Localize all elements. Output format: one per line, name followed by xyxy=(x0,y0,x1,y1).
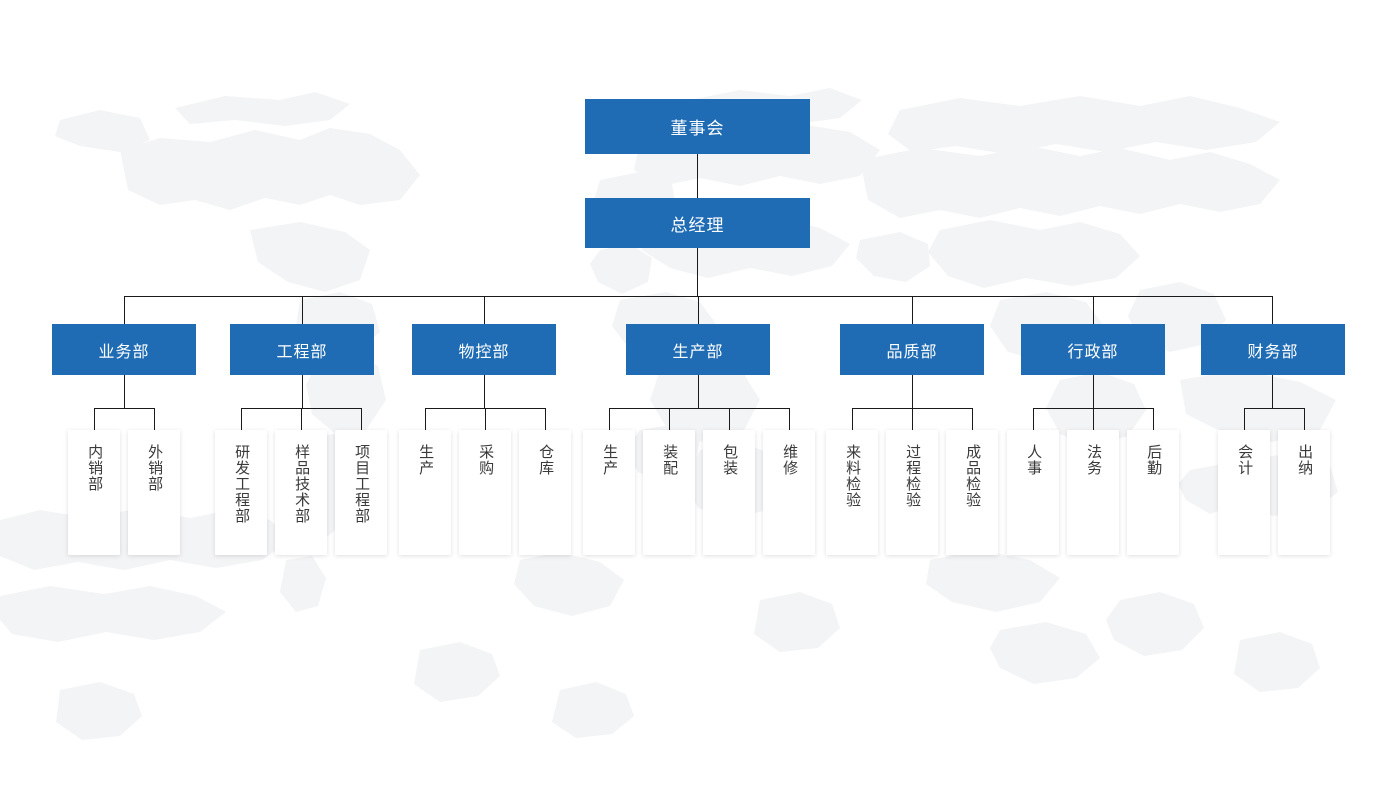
node-label: 业务部 xyxy=(98,343,150,361)
node-team-cashier[interactable]: 出纳 xyxy=(1278,430,1330,555)
node-team-prod-maintenance[interactable]: 维修 xyxy=(763,430,815,555)
connector-production-leaf-1 xyxy=(609,408,610,430)
connector-quality-leaf-2 xyxy=(912,408,913,430)
connector-bus-to-sales xyxy=(124,296,125,324)
node-label: 物控部 xyxy=(458,343,510,361)
node-label: 样品技术部 xyxy=(293,444,311,524)
connector-engineering-leaf-3 xyxy=(361,408,362,430)
connector-finance-leaf-2 xyxy=(1304,408,1305,430)
connector-bus-to-quality xyxy=(912,296,913,324)
node-label: 后勤 xyxy=(1145,444,1163,476)
connector-bus-to-material-control xyxy=(484,296,485,324)
connector-sales-leaf-2 xyxy=(154,408,155,430)
connector-engineering-leaf-1 xyxy=(241,408,242,430)
connector-bus-to-engineering xyxy=(302,296,303,324)
node-department-quality[interactable]: 品质部 xyxy=(840,324,984,375)
node-team-prod-assembly[interactable]: 装配 xyxy=(643,430,695,555)
connector-quality-stem xyxy=(912,375,913,408)
node-team-incoming-inspection[interactable]: 来料检验 xyxy=(826,430,878,555)
connector-quality-leaf-1 xyxy=(852,408,853,430)
node-label: 行政部 xyxy=(1067,343,1119,361)
node-team-legal[interactable]: 法务 xyxy=(1067,430,1119,555)
connector-sales-leaf-1 xyxy=(94,408,95,430)
connector-administration-stem xyxy=(1093,375,1094,408)
node-department-material-control[interactable]: 物控部 xyxy=(412,324,556,375)
node-label: 董事会 xyxy=(670,119,725,138)
node-team-logistics[interactable]: 后勤 xyxy=(1127,430,1179,555)
node-label: 出纳 xyxy=(1296,444,1314,476)
connector-gm-to-bus xyxy=(697,248,698,296)
node-team-final-inspection[interactable]: 成品检验 xyxy=(946,430,998,555)
node-team-mc-purchasing[interactable]: 采购 xyxy=(459,430,511,555)
node-team-domestic-sales[interactable]: 内销部 xyxy=(68,430,120,555)
node-general-manager[interactable]: 总经理 xyxy=(585,198,810,248)
node-team-rd-engineering[interactable]: 研发工程部 xyxy=(215,430,267,555)
node-label: 包装 xyxy=(721,444,739,476)
node-department-administration[interactable]: 行政部 xyxy=(1021,324,1165,375)
node-team-sample-technology[interactable]: 样品技术部 xyxy=(275,430,327,555)
node-team-project-engineering[interactable]: 项目工程部 xyxy=(335,430,387,555)
node-label: 会计 xyxy=(1236,444,1254,476)
node-label: 品质部 xyxy=(886,343,938,361)
node-board-of-directors[interactable]: 董事会 xyxy=(585,99,810,154)
connector-finance-leaf-1 xyxy=(1244,408,1245,430)
connector-administration-leaf-3 xyxy=(1153,408,1154,430)
connector-production-leaf-2 xyxy=(669,408,670,430)
node-label: 项目工程部 xyxy=(353,444,371,524)
node-label: 采购 xyxy=(477,444,495,476)
connector-material-control-leaf-2 xyxy=(485,408,486,430)
connector-finance-stem xyxy=(1272,375,1273,408)
node-label: 来料检验 xyxy=(844,444,862,508)
node-label: 财务部 xyxy=(1247,343,1299,361)
connector-administration-leaf-2 xyxy=(1093,408,1094,430)
connector-bus-to-finance xyxy=(1272,296,1273,324)
node-team-mc-warehouse[interactable]: 仓库 xyxy=(519,430,571,555)
connector-material-control-leaf-1 xyxy=(425,408,426,430)
node-label: 内销部 xyxy=(86,444,104,492)
connector-finance-bus xyxy=(1244,408,1304,409)
connector-sales-bus xyxy=(94,408,154,409)
node-label: 生产 xyxy=(601,444,619,476)
connector-material-control-stem xyxy=(484,375,485,408)
connector-production-leaf-3 xyxy=(729,408,730,430)
node-label: 生产部 xyxy=(672,343,724,361)
connector-engineering-stem xyxy=(302,375,303,408)
node-team-process-inspection[interactable]: 过程检验 xyxy=(886,430,938,555)
connector-production-leaf-4 xyxy=(789,408,790,430)
node-department-sales[interactable]: 业务部 xyxy=(52,324,196,375)
node-team-prod-production[interactable]: 生产 xyxy=(583,430,635,555)
node-label: 人事 xyxy=(1025,444,1043,476)
connector-material-control-leaf-3 xyxy=(545,408,546,430)
node-label: 装配 xyxy=(661,444,679,476)
node-label: 仓库 xyxy=(537,444,555,476)
connector-bus-to-production xyxy=(698,296,699,324)
node-team-hr[interactable]: 人事 xyxy=(1007,430,1059,555)
node-team-mc-production[interactable]: 生产 xyxy=(399,430,451,555)
connector-board-to-gm xyxy=(697,154,698,198)
connector-bus-to-administration xyxy=(1093,296,1094,324)
node-department-engineering[interactable]: 工程部 xyxy=(230,324,374,375)
connector-quality-leaf-3 xyxy=(972,408,973,430)
connector-production-stem xyxy=(698,375,699,408)
node-department-production[interactable]: 生产部 xyxy=(626,324,770,375)
node-label: 生产 xyxy=(417,444,435,476)
node-label: 法务 xyxy=(1085,444,1103,476)
node-label: 维修 xyxy=(781,444,799,476)
node-label: 成品检验 xyxy=(964,444,982,508)
node-label: 工程部 xyxy=(276,343,328,361)
node-team-export-sales[interactable]: 外销部 xyxy=(128,430,180,555)
node-label: 外销部 xyxy=(146,444,164,492)
node-label: 过程检验 xyxy=(904,444,922,508)
node-department-finance[interactable]: 财务部 xyxy=(1201,324,1345,375)
connector-engineering-leaf-2 xyxy=(301,408,302,430)
node-label: 研发工程部 xyxy=(233,444,251,524)
connector-production-bus xyxy=(609,408,789,409)
node-team-accounting[interactable]: 会计 xyxy=(1218,430,1270,555)
connector-administration-leaf-1 xyxy=(1033,408,1034,430)
node-label: 总经理 xyxy=(670,215,725,235)
node-team-prod-packaging[interactable]: 包装 xyxy=(703,430,755,555)
connector-sales-stem xyxy=(124,375,125,408)
